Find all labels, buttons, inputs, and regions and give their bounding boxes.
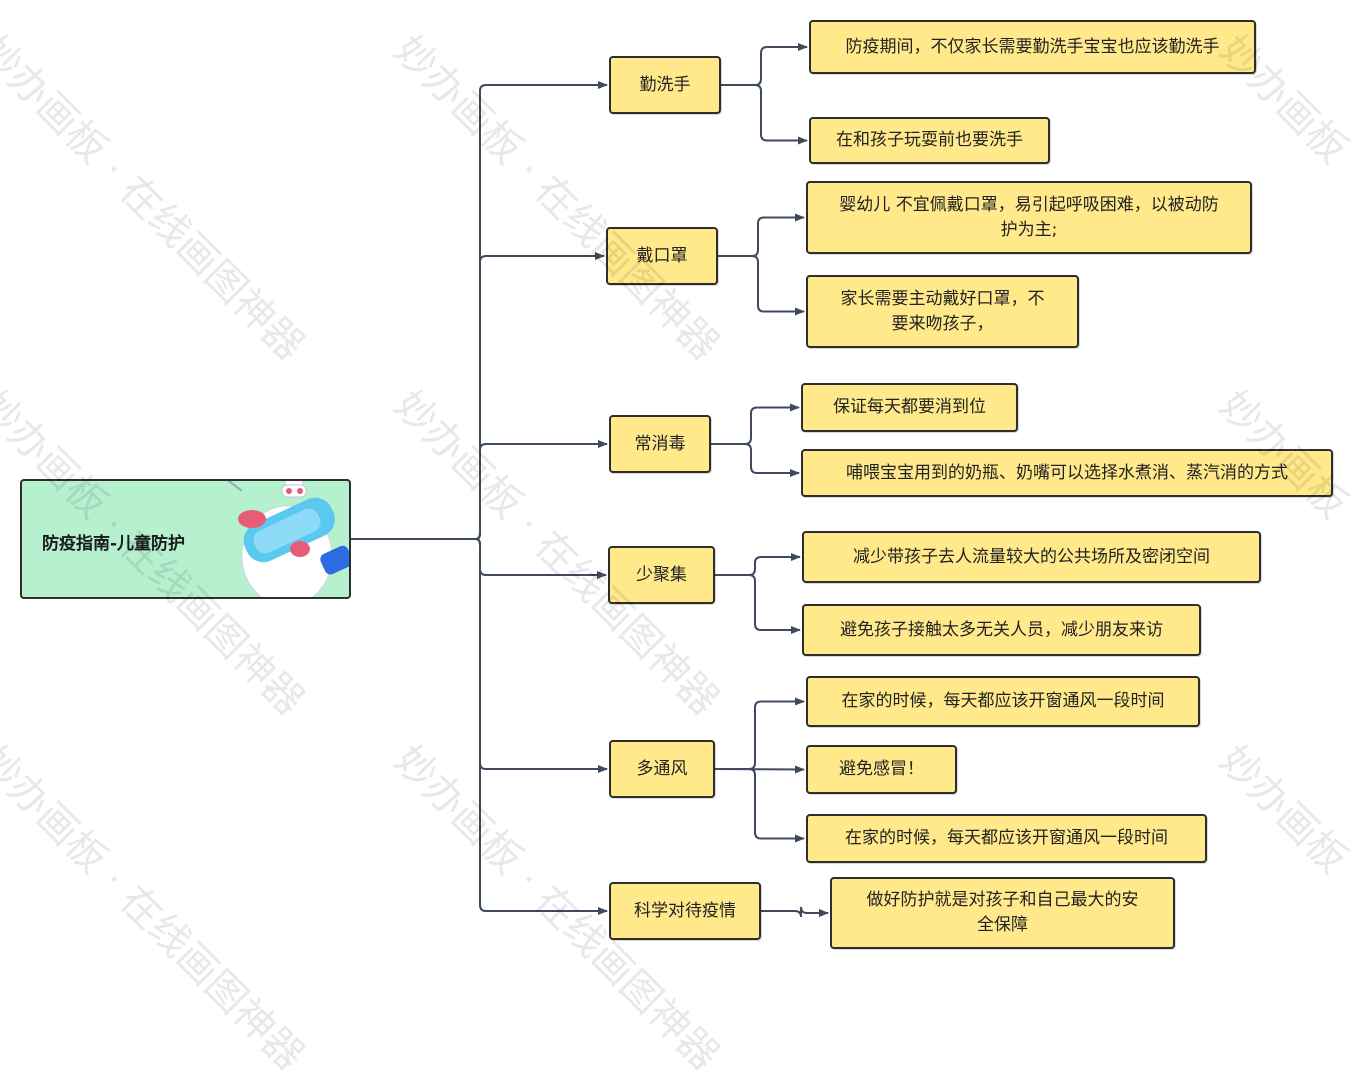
leaf-node-1-2-line: 在和孩子玩耍前也要洗手 <box>836 130 1023 150</box>
root-label: 防疫指南-儿童防护 <box>42 534 186 554</box>
branch-node-3[interactable]: 常消毒 <box>609 415 711 473</box>
leaf-connector <box>711 443 800 477</box>
leaf-node-2-2-line: 家长需要主动戴好口罩，不 <box>840 288 1045 309</box>
leaf-node-6-1-text: 做好防护就是对孩子和自己最大的安全保障 <box>867 888 1139 938</box>
leaf-node-2-2-line: 要来吻孩子， <box>891 313 994 334</box>
leaf-node-6-1-line: 全保障 <box>977 915 1028 935</box>
leaf-connector <box>721 43 808 86</box>
connector-lines <box>351 43 829 918</box>
leaf-node-3-2[interactable]: 哺喂宝宝用到的奶瓶、奶嘴可以选择水煮消、蒸汽消的方式 <box>801 449 1333 497</box>
leaf-node-4-1-line: 减少带孩子去人流量较大的公共场所及密闭空间 <box>853 546 1210 567</box>
branch-connector <box>475 538 608 773</box>
leaf-connector <box>715 768 805 843</box>
root-node[interactable]: 防疫指南-儿童防护 <box>20 479 351 599</box>
branch-node-1-text: 勤洗手 <box>640 73 691 98</box>
branch-node-4[interactable]: 少聚集 <box>608 546 715 604</box>
branch-connector <box>475 81 608 540</box>
mindmap-canvas: 防疫指南-儿童防护 勤洗手 防疫期间，不仅家长需要勤洗手宝宝也应该勤洗手在和孩子玩… <box>0 20 1352 1079</box>
leaf-node-5-3-line: 在家的时候，每天都应该开窗通风一段时间 <box>845 828 1168 848</box>
leaf-node-3-2-text: 哺喂宝宝用到的奶瓶、奶嘴可以选择水煮消、蒸汽消的方式 <box>846 461 1288 486</box>
leaf-node-2-1[interactable]: 婴幼儿 不宜佩戴口罩，易引起呼吸困难，以被动防护为主; <box>806 181 1252 254</box>
leaf-node-3-2-line: 哺喂宝宝用到的奶瓶、奶嘴可以选择水煮消、蒸汽消的方式 <box>846 462 1288 483</box>
branch-node-3-line: 常消毒 <box>634 433 686 454</box>
leaf-node-4-2-line: 避免孩子接触太多无关人员，减少朋友来访 <box>840 619 1163 640</box>
leaf-node-1-2-text: 在和孩子玩耍前也要洗手 <box>836 128 1023 153</box>
branch-node-4-line: 少聚集 <box>636 564 687 585</box>
leaf-node-5-1-line: 在家的时候，每天都应该开窗通风一段时间 <box>841 691 1165 711</box>
branch-node-2[interactable]: 戴口罩 <box>606 227 718 285</box>
leaf-node-6-1-line: 做好防护就是对孩子和自己最大的安 <box>866 890 1139 910</box>
leaf-node-2-1-line: 婴幼儿 不宜佩戴口罩，易引起呼吸困难，以被动防 <box>839 194 1219 215</box>
leaf-node-4-2-text: 避免孩子接触太多无关人员，减少朋友来访 <box>840 618 1163 643</box>
doctor-syringe-illustration-icon <box>227 481 349 597</box>
leaf-node-3-1-line: 保证每天都要消到位 <box>833 397 986 417</box>
branch-connector <box>475 440 608 540</box>
leaf-node-1-2[interactable]: 在和孩子玩耍前也要洗手 <box>809 117 1050 164</box>
leaf-connector <box>761 906 829 918</box>
leaf-connector <box>721 84 808 145</box>
leaf-node-3-1-text: 保证每天都要消到位 <box>833 395 986 420</box>
leaf-node-2-1-text: 婴幼儿 不宜佩戴口罩，易引起呼吸困难，以被动防护为主; <box>839 193 1218 243</box>
branch-node-5[interactable]: 多通风 <box>609 740 715 798</box>
branch-node-6-line: 科学对待疫情 <box>634 900 736 921</box>
branch-node-5-text: 多通风 <box>637 757 688 782</box>
branch-connector <box>475 538 607 579</box>
leaf-node-1-1[interactable]: 防疫期间，不仅家长需要勤洗手宝宝也应该勤洗手 <box>809 20 1256 74</box>
branch-node-2-line: 戴口罩 <box>636 245 688 266</box>
leaf-node-2-2[interactable]: 家长需要主动戴好口罩，不要来吻孩子， <box>806 275 1079 348</box>
leaf-node-2-2-text: 家长需要主动戴好口罩，不要来吻孩子， <box>841 287 1045 337</box>
branch-connector <box>475 538 608 915</box>
branch-node-6[interactable]: 科学对待疫情 <box>609 882 761 940</box>
leaf-node-5-3[interactable]: 在家的时候，每天都应该开窗通风一段时间 <box>806 814 1207 863</box>
leaf-node-6-1[interactable]: 做好防护就是对孩子和自己最大的安全保障 <box>830 877 1175 949</box>
leaf-connector <box>715 697 805 770</box>
leaf-node-5-2-line: 避免感冒！ <box>839 759 924 779</box>
leaf-node-2-1-line: 护为主; <box>1000 219 1058 240</box>
leaf-connector <box>715 574 801 634</box>
branch-node-1[interactable]: 勤洗手 <box>609 56 721 114</box>
branch-node-2-text: 戴口罩 <box>637 244 688 269</box>
leaf-connector <box>711 403 800 445</box>
leaf-connector <box>718 255 805 316</box>
leaf-node-4-1[interactable]: 减少带孩子去人流量较大的公共场所及密闭空间 <box>802 531 1261 583</box>
leaf-node-5-2[interactable]: 避免感冒！ <box>806 745 957 794</box>
leaf-node-5-3-text: 在家的时候，每天都应该开窗通风一段时间 <box>845 826 1168 851</box>
leaf-node-1-1-line: 防疫期间，不仅家长需要勤洗手宝宝也应该勤洗手 <box>845 36 1220 57</box>
branch-node-5-line: 多通风 <box>636 758 688 779</box>
branch-node-6-text: 科学对待疫情 <box>634 899 736 924</box>
leaf-connector <box>715 553 801 576</box>
leaf-node-5-2-text: 避免感冒！ <box>839 757 924 782</box>
leaf-node-4-1-text: 减少带孩子去人流量较大的公共场所及密闭空间 <box>853 545 1210 570</box>
branch-connector <box>475 252 605 540</box>
leaf-connector <box>718 213 805 257</box>
leaf-node-3-1[interactable]: 保证每天都要消到位 <box>801 383 1018 432</box>
leaf-node-4-2[interactable]: 避免孩子接触太多无关人员，减少朋友来访 <box>802 604 1201 656</box>
leaf-node-5-1[interactable]: 在家的时候，每天都应该开窗通风一段时间 <box>806 676 1200 727</box>
leaf-node-1-1-text: 防疫期间，不仅家长需要勤洗手宝宝也应该勤洗手 <box>846 35 1220 60</box>
branch-node-1-line: 勤洗手 <box>639 74 691 95</box>
branch-node-4-text: 少聚集 <box>636 563 687 588</box>
branch-node-3-text: 常消毒 <box>635 432 686 457</box>
leaf-node-5-1-text: 在家的时候，每天都应该开窗通风一段时间 <box>842 689 1165 714</box>
